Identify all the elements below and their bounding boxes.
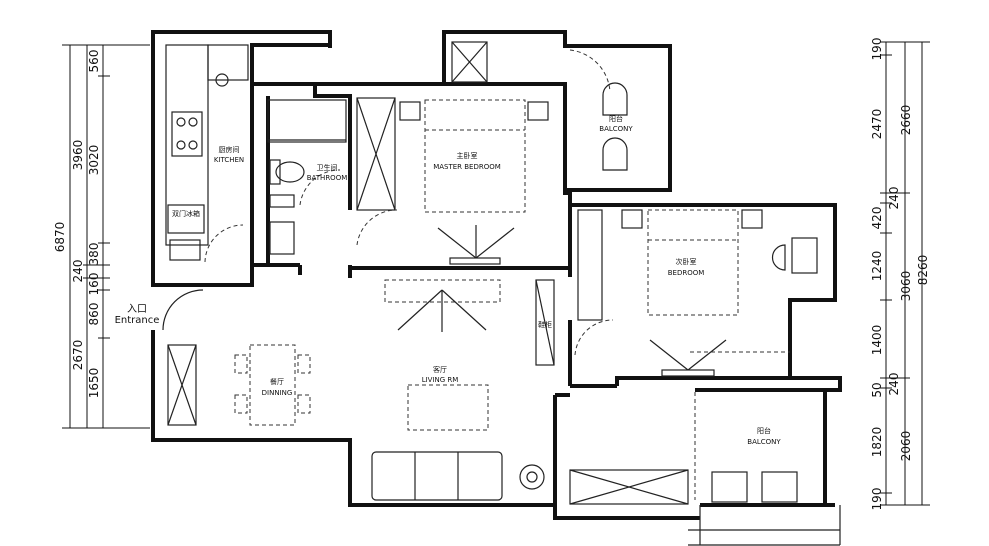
kitchen-label-cn: 厨房间	[219, 145, 240, 154]
balcony-top-label-en: BALCONY	[599, 125, 633, 133]
dim-right-inner: 1400	[870, 325, 884, 356]
dim-right-inner: 1240	[870, 251, 884, 282]
balcony-bottom-label-en: BALCONY	[747, 438, 781, 446]
living-label-en: LIVING RM	[422, 376, 459, 384]
fridge	[167, 204, 205, 234]
kitchen-label-en: KITCHEN	[214, 156, 244, 164]
bedroom-label-en: BEDROOM	[668, 269, 705, 277]
dim-left-inner: 860	[87, 303, 101, 326]
dim-right-inner: 240	[887, 373, 901, 396]
dim-right-inner: 190	[870, 488, 884, 511]
dim-right-middle: 2060	[899, 431, 913, 462]
dim-left-middle: 3960	[71, 140, 85, 171]
balcony-sink	[761, 471, 798, 503]
shoe-cabinet-label: 鞋柜	[538, 320, 552, 329]
kitchen-counter	[165, 44, 209, 246]
master-bedroom-label-en: MASTER BEDROOM	[433, 163, 501, 171]
entry-cabinet	[167, 344, 197, 426]
desk	[791, 237, 818, 274]
chair	[602, 137, 628, 171]
balcony-washer	[451, 41, 488, 83]
dim-right-inner: 420	[870, 207, 884, 230]
dim-left-middle: 240	[71, 260, 85, 283]
bathtub	[267, 99, 347, 143]
dining-label-en: DINNING	[262, 389, 293, 397]
entrance-label-cn: 入口	[127, 304, 147, 315]
chair	[602, 82, 628, 116]
basin	[269, 221, 295, 255]
dining-label-cn: 餐厅	[270, 377, 284, 386]
dim-right-inner: 240	[887, 187, 901, 210]
second-bed	[647, 209, 739, 316]
balcony-top-label-cn: 阳台	[609, 114, 623, 123]
shoe-cabinet	[535, 279, 555, 366]
bedroom-wardrobe	[577, 209, 603, 321]
dim-right-inner: 190	[870, 38, 884, 61]
dim-left-inner: 1650	[87, 368, 101, 399]
coffee-table	[407, 384, 489, 431]
dim-left-middle: 2670	[71, 340, 85, 371]
walls	[151, 30, 842, 546]
bedroom-label-cn: 次卧室	[676, 257, 697, 266]
fixtures	[162, 41, 818, 505]
master-bedroom-label-cn: 主卧室	[457, 151, 478, 160]
dim-right-inner: 1820	[870, 427, 884, 458]
living-label-cn: 客厅	[433, 365, 447, 374]
dim-left-inner: 380	[87, 243, 101, 266]
tv-cabinet	[384, 279, 501, 303]
master-wardrobe	[356, 97, 396, 211]
sofa	[371, 451, 503, 501]
kitchen-sink	[207, 44, 249, 81]
dim-left-inner: 160	[87, 273, 101, 296]
bathroom-label-en: BATHROOM	[307, 174, 348, 182]
dimensions-right	[880, 41, 930, 506]
master-bed	[424, 99, 526, 213]
dim-right-inner: 2470	[870, 109, 884, 140]
stove	[171, 111, 203, 157]
entrance-label-en: Entrance	[115, 315, 160, 326]
dim-right-inner: 50	[870, 382, 884, 397]
washer	[711, 471, 748, 503]
dim-right-outer: 8260	[916, 255, 930, 286]
dining-table	[249, 344, 296, 426]
dim-left-inner: 560	[87, 50, 101, 73]
fridge-label: 双门冰箱	[172, 209, 200, 218]
bathroom-label-cn: 卫生间	[317, 163, 338, 172]
dim-left-inner: 3020	[87, 145, 101, 176]
dim-right-middle: 3060	[899, 271, 913, 302]
window-cabinet	[569, 469, 689, 505]
dim-left-outer: 6870	[53, 222, 67, 253]
dimensions-left	[62, 44, 150, 429]
ac-unit	[519, 464, 545, 490]
toilet	[275, 161, 305, 183]
dim-right-middle: 2660	[899, 105, 913, 136]
balcony-bottom-label-cn: 阳台	[757, 426, 771, 435]
